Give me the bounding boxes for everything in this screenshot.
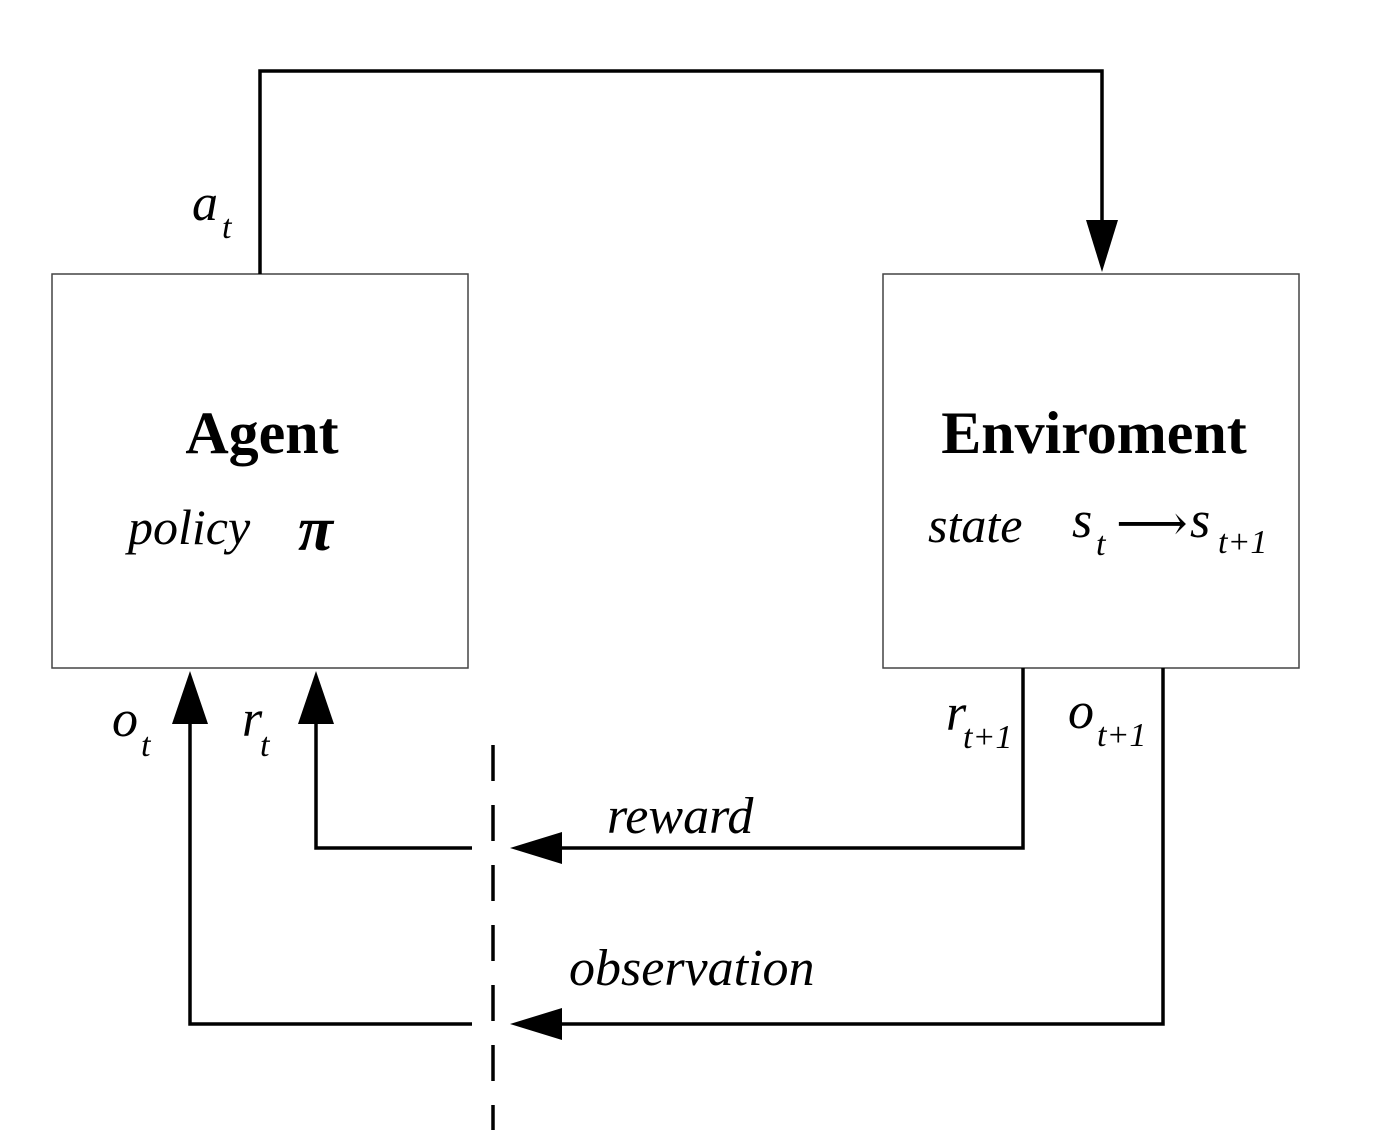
state-transition-arrow: ⟶ bbox=[1116, 495, 1188, 551]
reward-arrowhead-mid bbox=[510, 832, 562, 864]
action-label-sub: t bbox=[222, 209, 233, 246]
action-connector bbox=[258, 69, 1104, 274]
state-next-base: s bbox=[1190, 492, 1210, 549]
agent-policy-symbol: π bbox=[298, 493, 335, 564]
obs-label-base: o bbox=[112, 691, 138, 748]
reward-signal-label: reward bbox=[607, 788, 754, 845]
environment-state-label: state bbox=[928, 497, 1022, 553]
reward-connector-env-side bbox=[562, 668, 1025, 850]
agent-title: Agent bbox=[185, 400, 338, 466]
state-current-sub: t bbox=[1096, 526, 1107, 563]
action-label-base: a bbox=[192, 175, 218, 232]
reward-label-sub: t bbox=[260, 727, 271, 764]
reward-arrowhead-agent bbox=[298, 671, 334, 724]
agent-box bbox=[51, 273, 469, 669]
action-arrowhead bbox=[1086, 220, 1118, 272]
reward-label-base: r bbox=[242, 691, 263, 748]
observation-connector-env-side bbox=[562, 668, 1165, 1026]
agent-policy-label: policy bbox=[125, 499, 251, 555]
env-obs-label-sub: t+1 bbox=[1097, 717, 1146, 754]
env-reward-label-sub: t+1 bbox=[963, 719, 1012, 756]
state-next-sub: t+1 bbox=[1218, 524, 1267, 561]
env-reward-label-base: r bbox=[946, 685, 967, 742]
observation-connector-agent-side bbox=[188, 722, 472, 1026]
observation-signal-label: observation bbox=[569, 940, 815, 997]
reward-connector-agent-side bbox=[314, 722, 472, 850]
environment-title: Enviroment bbox=[941, 400, 1247, 466]
observation-arrowhead-agent bbox=[172, 671, 208, 724]
environment-box bbox=[882, 273, 1300, 669]
state-current-base: s bbox=[1072, 492, 1092, 549]
obs-label-sub: t bbox=[141, 727, 152, 764]
env-obs-label-base: o bbox=[1068, 683, 1094, 740]
observation-arrowhead-mid bbox=[510, 1008, 562, 1040]
